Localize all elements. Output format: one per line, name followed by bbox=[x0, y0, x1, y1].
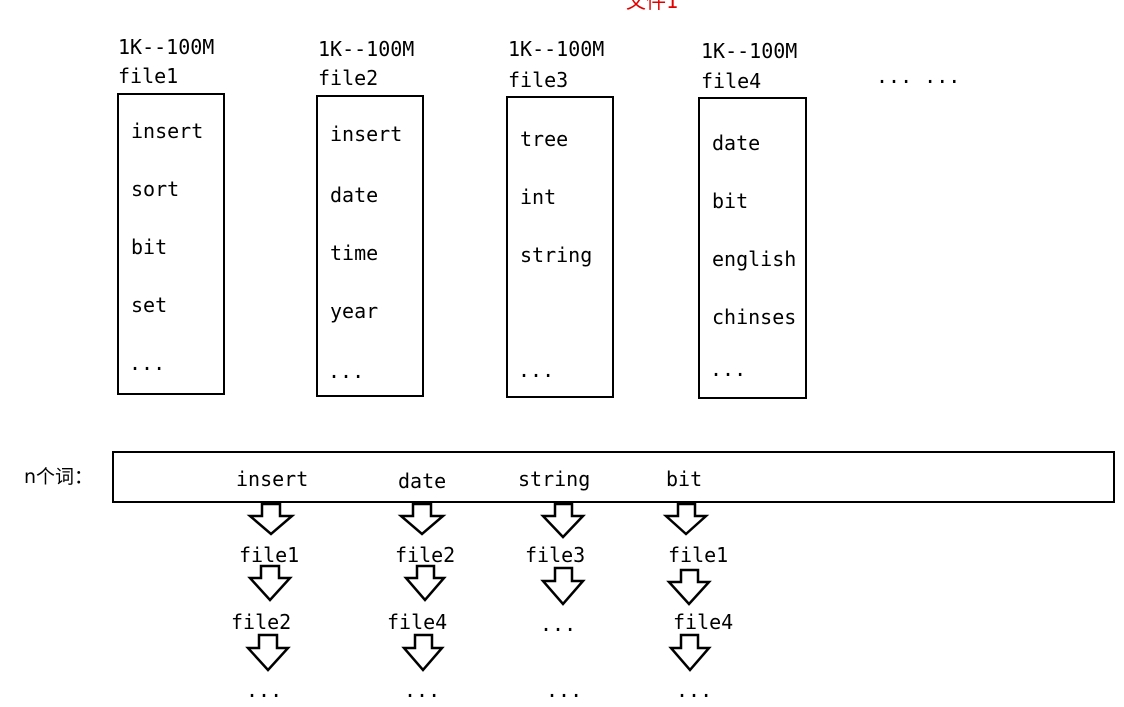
down-arrow-icon bbox=[401, 633, 445, 672]
query-words-bar bbox=[112, 451, 1115, 503]
result-ellipsis: ... bbox=[246, 678, 283, 702]
file1-word: insert bbox=[131, 119, 204, 143]
down-arrow-icon bbox=[247, 564, 293, 602]
down-arrow-icon bbox=[246, 502, 296, 536]
file1-word: bit bbox=[131, 235, 168, 259]
result-file: file2 bbox=[395, 543, 456, 567]
down-arrow-icon bbox=[397, 502, 447, 536]
file2-word: insert bbox=[330, 122, 403, 146]
file4-word: english bbox=[712, 247, 797, 271]
file4-word: bit bbox=[712, 189, 749, 213]
query-word: date bbox=[398, 469, 447, 493]
file2-box: insert date time year ... bbox=[316, 95, 424, 397]
file4-word: ... bbox=[710, 357, 747, 381]
file4-word: chinses bbox=[712, 305, 797, 329]
result-file: file1 bbox=[239, 543, 300, 567]
result-file: file3 bbox=[525, 543, 586, 567]
file1-word: set bbox=[131, 293, 168, 317]
result-file: file4 bbox=[387, 610, 448, 634]
file2-word: ... bbox=[328, 359, 365, 383]
result-ellipsis: ... bbox=[404, 678, 441, 702]
result-ellipsis: ... bbox=[540, 612, 577, 636]
file4-box: date bit english chinses ... bbox=[698, 97, 807, 399]
down-arrow-icon bbox=[668, 633, 712, 672]
down-arrow-icon bbox=[666, 568, 712, 606]
file4-word: date bbox=[712, 131, 761, 155]
down-arrow-icon bbox=[662, 502, 710, 536]
result-ellipsis: ... bbox=[546, 678, 583, 702]
query-label: n个词： bbox=[24, 466, 94, 488]
down-arrow-icon bbox=[403, 564, 447, 602]
file1-name: file1 bbox=[118, 64, 179, 88]
more-files-ellipsis: ... ... bbox=[876, 64, 961, 88]
file1-word: sort bbox=[131, 177, 180, 201]
file2-size: 1K--100M bbox=[318, 37, 415, 61]
query-word: insert bbox=[236, 467, 309, 491]
file2-word: time bbox=[330, 241, 379, 265]
down-arrow-icon bbox=[540, 502, 586, 539]
down-arrow-icon bbox=[245, 633, 291, 672]
file2-name: file2 bbox=[318, 66, 379, 90]
result-file: file1 bbox=[668, 543, 729, 567]
query-word: bit bbox=[666, 467, 703, 491]
file4-name: file4 bbox=[701, 69, 762, 93]
result-file: file2 bbox=[231, 610, 292, 634]
cropped-title: 文件1 bbox=[626, 0, 679, 13]
file3-name: file3 bbox=[508, 68, 569, 92]
file1-box: insert sort bit set ... bbox=[117, 93, 225, 395]
file3-word: string bbox=[520, 243, 593, 267]
file3-size: 1K--100M bbox=[508, 37, 605, 61]
file2-word: year bbox=[330, 299, 379, 323]
file1-word: ... bbox=[129, 351, 166, 375]
file4-size: 1K--100M bbox=[701, 39, 798, 63]
query-word: string bbox=[518, 467, 591, 491]
file2-word: date bbox=[330, 183, 379, 207]
file3-word: tree bbox=[520, 127, 569, 151]
down-arrow-icon bbox=[540, 566, 586, 606]
file3-word: int bbox=[520, 185, 557, 209]
file3-word: ... bbox=[518, 358, 555, 382]
result-ellipsis: ... bbox=[676, 678, 713, 702]
file3-box: tree int string ... bbox=[506, 96, 614, 398]
file1-size: 1K--100M bbox=[118, 35, 215, 59]
result-file: file4 bbox=[673, 610, 734, 634]
